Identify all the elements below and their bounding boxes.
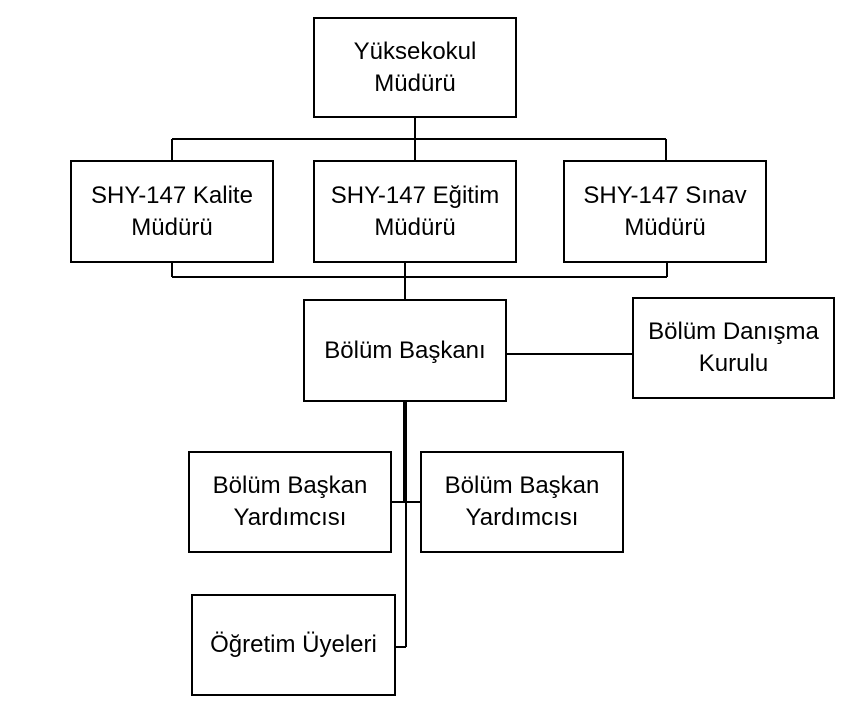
node-director-label: Yüksekokul Müdürü: [353, 37, 477, 97]
node-faculty-members: Öğretim Üyeleri: [191, 594, 396, 696]
node-training-manager-label: SHY-147 Eğitim Müdürü: [330, 181, 500, 241]
node-department-head: Bölüm Başkanı: [303, 299, 507, 402]
node-advisory-board: Bölüm Danışma Kurulu: [632, 297, 835, 399]
node-training-manager: SHY-147 Eğitim Müdürü: [313, 160, 517, 263]
node-deputy-head-right-label: Bölüm Başkan Yardımcısı: [444, 472, 600, 531]
node-advisory-board-label: Bölüm Danışma Kurulu: [648, 318, 819, 377]
node-exam-manager-label: SHY-147 Sınav Müdürü: [583, 181, 747, 241]
node-faculty-members-label: Öğretim Üyeleri: [210, 631, 377, 658]
node-deputy-head-left: Bölüm Başkan Yardımcısı: [188, 451, 392, 553]
node-director: Yüksekokul Müdürü: [313, 17, 517, 118]
node-quality-manager: SHY-147 Kalite Müdürü: [70, 160, 274, 263]
node-department-head-label: Bölüm Başkanı: [324, 336, 486, 364]
node-exam-manager: SHY-147 Sınav Müdürü: [563, 160, 767, 263]
node-deputy-head-right: Bölüm Başkan Yardımcısı: [420, 451, 624, 553]
node-deputy-head-left-label: Bölüm Başkan Yardımcısı: [212, 472, 368, 531]
node-quality-manager-label: SHY-147 Kalite Müdürü: [91, 181, 253, 241]
